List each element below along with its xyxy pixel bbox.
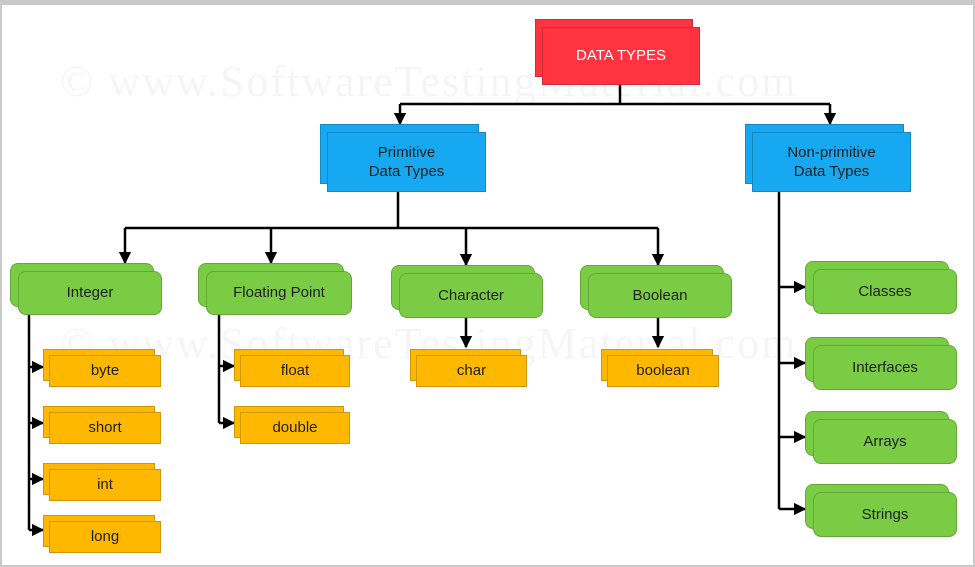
- node-boolean-type: boolean: [601, 349, 719, 387]
- node-primitive-line1: Primitive: [377, 143, 436, 161]
- node-double: double: [234, 406, 350, 444]
- node-non-primitive: Non-primitive Data Types: [745, 124, 911, 192]
- node-non-primitive-line1: Non-primitive: [787, 143, 876, 161]
- node-floating-point: Floating Point: [198, 263, 352, 315]
- node-character: Character: [391, 265, 543, 318]
- node-long-label: long: [49, 521, 161, 553]
- node-short-label: short: [49, 412, 161, 444]
- node-floating-point-label: Floating Point: [206, 271, 352, 315]
- node-int: int: [43, 463, 161, 501]
- node-primitive-line2: Data Types: [368, 163, 445, 180]
- node-interfaces: Interfaces: [805, 337, 957, 390]
- node-data-types: DATA TYPES: [535, 19, 700, 85]
- node-char: char: [410, 349, 527, 387]
- node-interfaces-label: Interfaces: [813, 345, 957, 390]
- node-long: long: [43, 515, 161, 553]
- node-arrays-label: Arrays: [813, 419, 957, 464]
- node-data-types-label: DATA TYPES: [542, 27, 700, 85]
- node-short: short: [43, 406, 161, 444]
- connector-primitive-bus: [125, 192, 658, 230]
- node-non-primitive-line2: Data Types: [793, 163, 870, 180]
- connector-root-bus: [400, 84, 830, 106]
- node-boolean-type-label: boolean: [607, 355, 719, 387]
- node-boolean: Boolean: [580, 265, 732, 318]
- node-float-label: float: [240, 355, 350, 387]
- node-arrays: Arrays: [805, 411, 957, 464]
- node-byte-label: byte: [49, 355, 161, 387]
- node-strings-label: Strings: [813, 492, 957, 537]
- node-classes: Classes: [805, 261, 957, 314]
- node-boolean-label: Boolean: [588, 273, 732, 318]
- node-classes-label: Classes: [813, 269, 957, 314]
- node-byte: byte: [43, 349, 161, 387]
- node-strings: Strings: [805, 484, 957, 537]
- node-primitive: Primitive Data Types: [320, 124, 486, 192]
- node-int-label: int: [49, 469, 161, 501]
- node-integer: Integer: [10, 263, 162, 315]
- node-float: float: [234, 349, 350, 387]
- node-double-label: double: [240, 412, 350, 444]
- node-integer-label: Integer: [18, 271, 162, 315]
- node-character-label: Character: [399, 273, 543, 318]
- node-char-label: char: [416, 355, 527, 387]
